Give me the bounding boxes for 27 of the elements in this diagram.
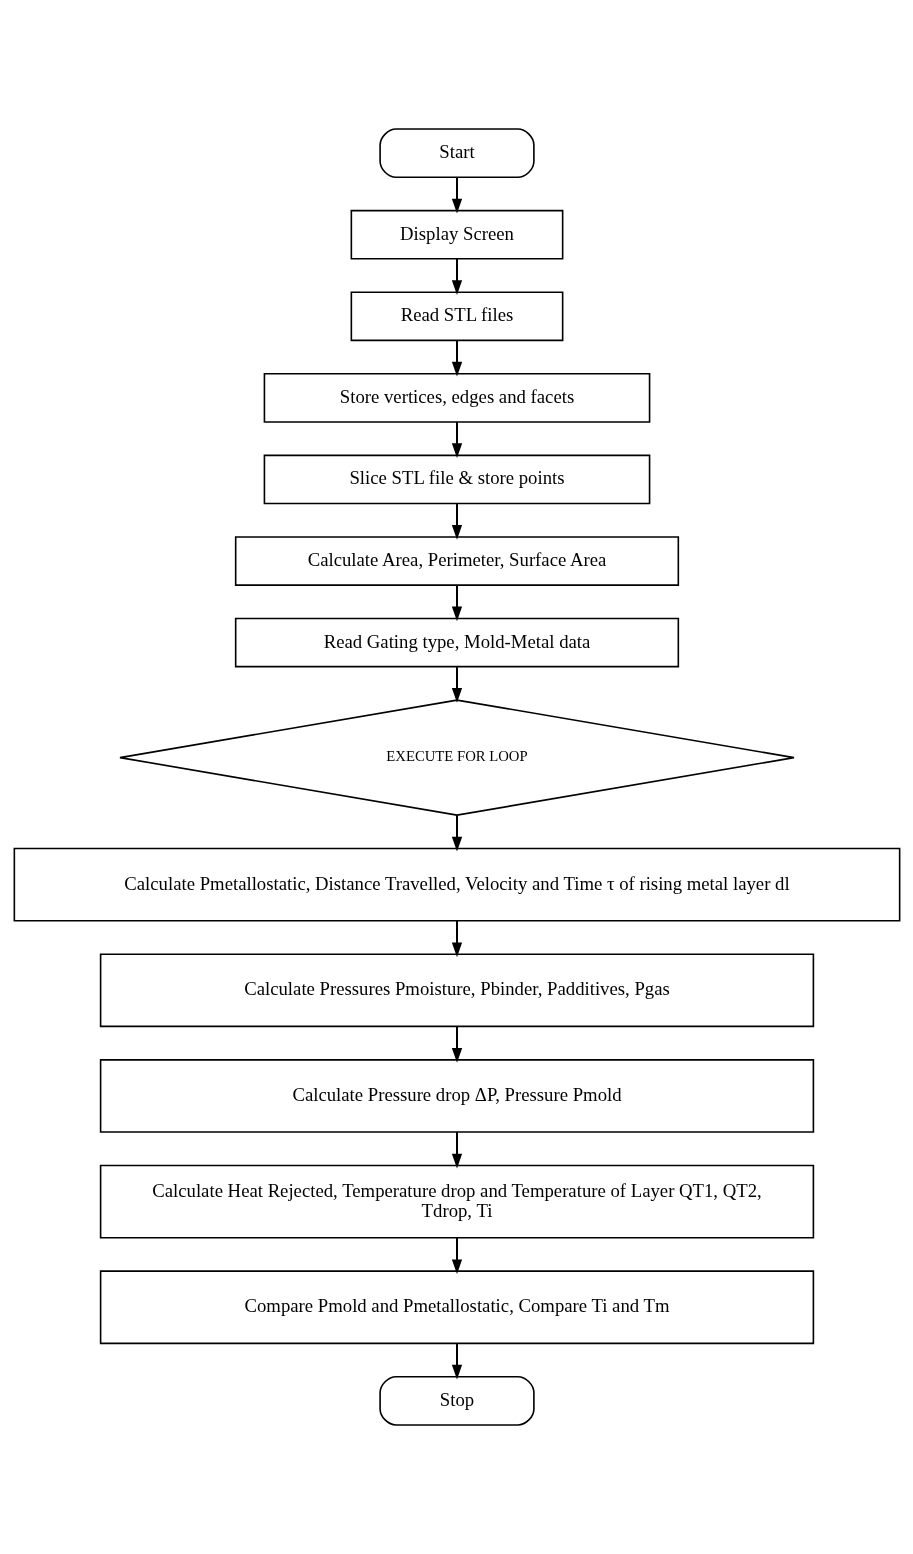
arrow (451, 1237, 462, 1275)
arrow (451, 667, 462, 703)
arrow (451, 1343, 462, 1380)
arrow (451, 258, 462, 295)
arrow (451, 503, 462, 540)
arrow (451, 920, 462, 958)
node-box: Calculate Heat Rejected, Temperature drop and Temperature of Layer QT1, QT2, Tdrop, Ti (99, 1164, 814, 1239)
node-box: Display Screen (350, 209, 563, 260)
node-box: Calculate Pressures Pmoisture, Pbinder, Padditives, Pgas (99, 953, 814, 1028)
arrow (451, 585, 462, 622)
node-box: Stop (378, 1376, 535, 1426)
node-box: Read STL files (350, 291, 563, 342)
node-box: Calculate Area, Perimeter, Surface Area (234, 536, 679, 586)
node-box: Read Gating type, Mold-Metal data (234, 617, 679, 668)
arrow (451, 340, 462, 377)
node-box: Store vertices, edges and facets (263, 373, 650, 423)
arrow (451, 422, 462, 459)
node-box: Slice STL file & store points (263, 454, 650, 505)
arrow (451, 1026, 462, 1063)
node-box: Start (378, 128, 535, 178)
node-box: Compare Pmold and Pmetallostatic, Compare Ti and Tm (99, 1270, 814, 1345)
arrow (451, 177, 462, 214)
arrow (451, 1132, 462, 1169)
node-box: Calculate Pressure drop ΔP, Pressure Pmold (99, 1059, 814, 1133)
node-box: Calculate Pmetallostatic, Distance Travelled, Velocity and Time τ of rising metal layer dl (13, 847, 900, 922)
arrow (451, 815, 462, 852)
node-diamond: EXECUTE FOR LOOP (118, 699, 795, 816)
